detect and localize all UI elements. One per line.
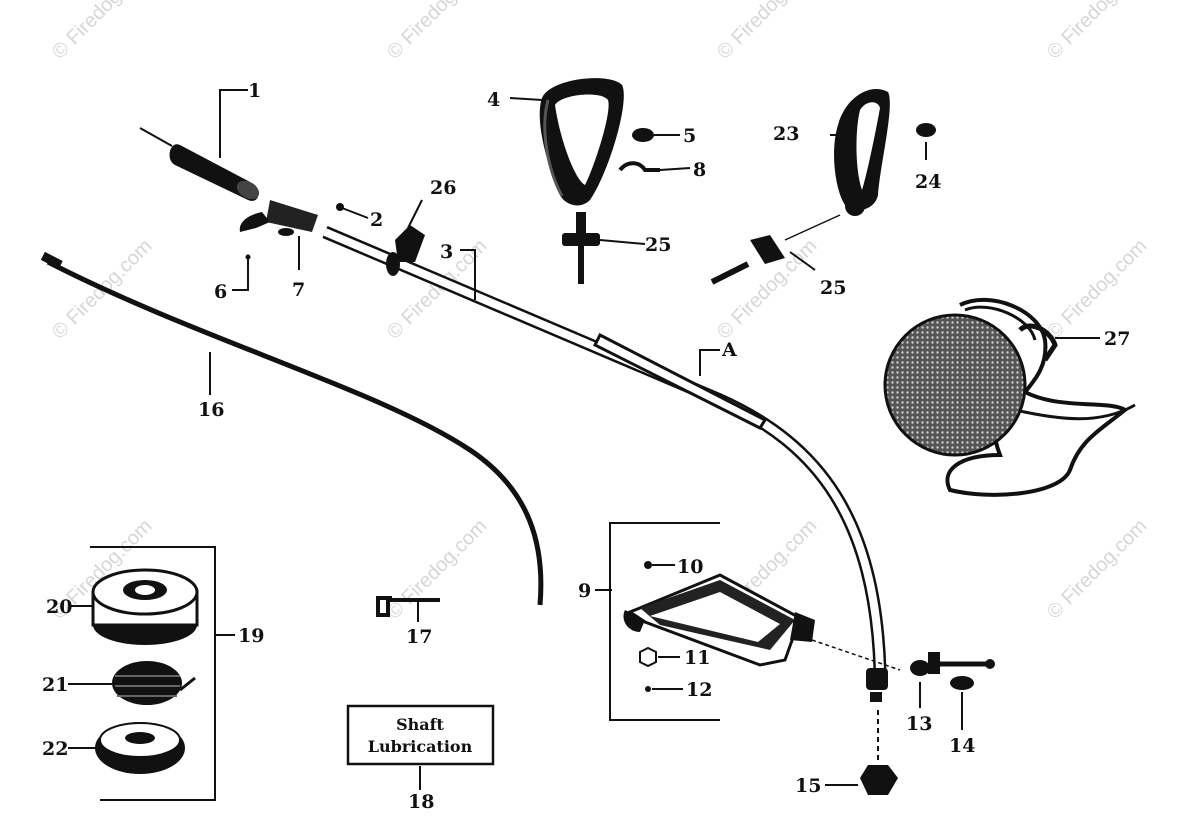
nut bbox=[618, 161, 660, 172]
washer bbox=[645, 686, 651, 692]
callout-a: A bbox=[721, 339, 737, 361]
callout-5: 5 bbox=[683, 125, 696, 147]
hex-key bbox=[376, 596, 440, 617]
callout-8: 8 bbox=[693, 159, 706, 181]
watermark: © Firedog.com bbox=[1043, 515, 1152, 624]
line-spool bbox=[112, 661, 196, 705]
trimmer-guard bbox=[623, 573, 901, 671]
callout-23: 23 bbox=[773, 123, 799, 145]
leader-lines bbox=[68, 89, 1100, 790]
watermark: © Firedog.com bbox=[1043, 235, 1152, 344]
watermark: © Firedog.com bbox=[383, 515, 492, 624]
clamp-hardware bbox=[910, 652, 995, 690]
callout-10: 10 bbox=[677, 556, 703, 578]
shaft-lubrication-box bbox=[346, 704, 495, 766]
shoulder-strap bbox=[883, 298, 1136, 497]
washer bbox=[632, 128, 654, 142]
callout-20: 20 bbox=[46, 596, 72, 618]
watermark: © Firedog.com bbox=[383, 0, 492, 64]
callout-22: 22 bbox=[42, 738, 68, 760]
callout-15: 15 bbox=[795, 775, 821, 797]
watermark: © Firedog.com bbox=[713, 0, 822, 64]
callout-1: 1 bbox=[248, 80, 261, 102]
screw bbox=[644, 561, 652, 569]
head-assembly-box bbox=[90, 546, 216, 801]
callout-11: 11 bbox=[684, 647, 710, 669]
guard-box bbox=[609, 522, 720, 721]
callout-4: 4 bbox=[487, 89, 500, 111]
callout-9: 9 bbox=[578, 580, 591, 602]
bump-knob bbox=[95, 722, 185, 774]
lubrication-label-line2: Lubrication bbox=[368, 737, 473, 756]
watermark: © Firedog.com bbox=[48, 0, 157, 64]
watermark: © Firedog.com bbox=[1043, 0, 1152, 64]
callouts: 1 2 3 4 5 6 7 8 9 10 11 12 13 14 15 16 1… bbox=[42, 80, 1130, 813]
trimmer-head bbox=[91, 568, 199, 645]
callout-17: 17 bbox=[406, 626, 432, 648]
callout-12: 12 bbox=[686, 679, 712, 701]
callout-16: 16 bbox=[198, 399, 224, 421]
throttle-assembly bbox=[139, 127, 344, 260]
callout-7: 7 bbox=[292, 279, 305, 301]
callout-13: 13 bbox=[906, 713, 932, 735]
callout-27: 27 bbox=[1104, 328, 1130, 350]
loop-handle bbox=[539, 78, 624, 206]
callout-21: 21 bbox=[42, 674, 68, 696]
bolt bbox=[562, 212, 600, 284]
bolt bbox=[710, 214, 841, 285]
callout-2: 2 bbox=[370, 209, 383, 231]
callout-25: 25 bbox=[645, 234, 671, 256]
flex-shaft bbox=[40, 251, 544, 606]
washer bbox=[916, 123, 936, 137]
callout-25: 25 bbox=[820, 277, 846, 299]
lubrication-label-line1: Shaft bbox=[396, 715, 444, 734]
handle-clamp bbox=[834, 88, 890, 216]
callout-18: 18 bbox=[408, 791, 434, 813]
nut bbox=[639, 646, 657, 668]
callout-24: 24 bbox=[915, 171, 941, 193]
callout-26: 26 bbox=[430, 177, 456, 199]
callout-14: 14 bbox=[949, 735, 975, 757]
callout-3: 3 bbox=[440, 241, 453, 263]
callout-6: 6 bbox=[214, 281, 227, 303]
part-a-strip bbox=[592, 332, 768, 430]
shaft-clamp bbox=[386, 225, 425, 276]
hex-nut bbox=[860, 765, 898, 795]
callout-19: 19 bbox=[238, 625, 264, 647]
